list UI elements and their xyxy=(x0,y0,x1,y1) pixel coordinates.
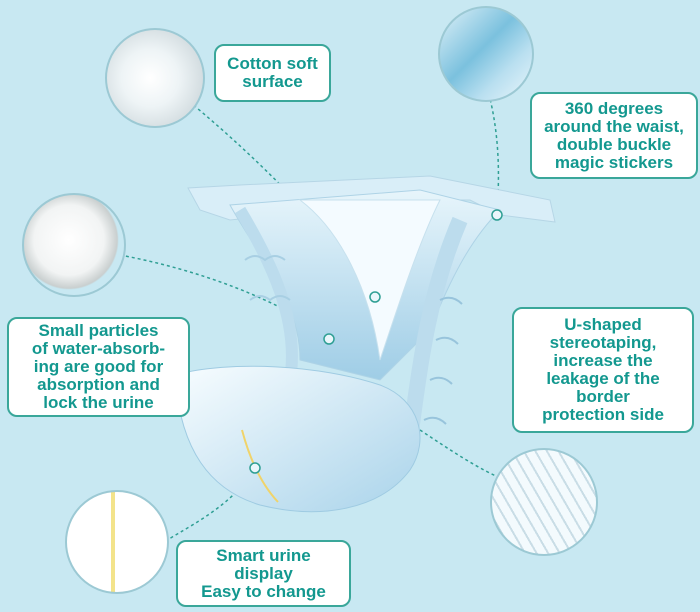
ushaped-edge-detail xyxy=(490,448,598,556)
waist-magic-stickers-label: 360 degrees around the waist, double buc… xyxy=(530,92,698,179)
waist-sticker-detail xyxy=(438,6,534,102)
cotton-soft-surface-label: Cotton soft surface xyxy=(214,44,331,102)
cotton-surface-detail xyxy=(105,28,205,128)
urine-display-detail xyxy=(65,490,169,594)
absorbent-particles-detail xyxy=(22,193,126,297)
water-absorbing-particles-label: Small particles of water-absorb- ing are… xyxy=(7,317,190,417)
ushaped-stereotaping-label: U-shaped stereotaping, increase the leak… xyxy=(512,307,694,433)
smart-urine-display-label: Smart urine display Easy to change xyxy=(176,540,351,607)
